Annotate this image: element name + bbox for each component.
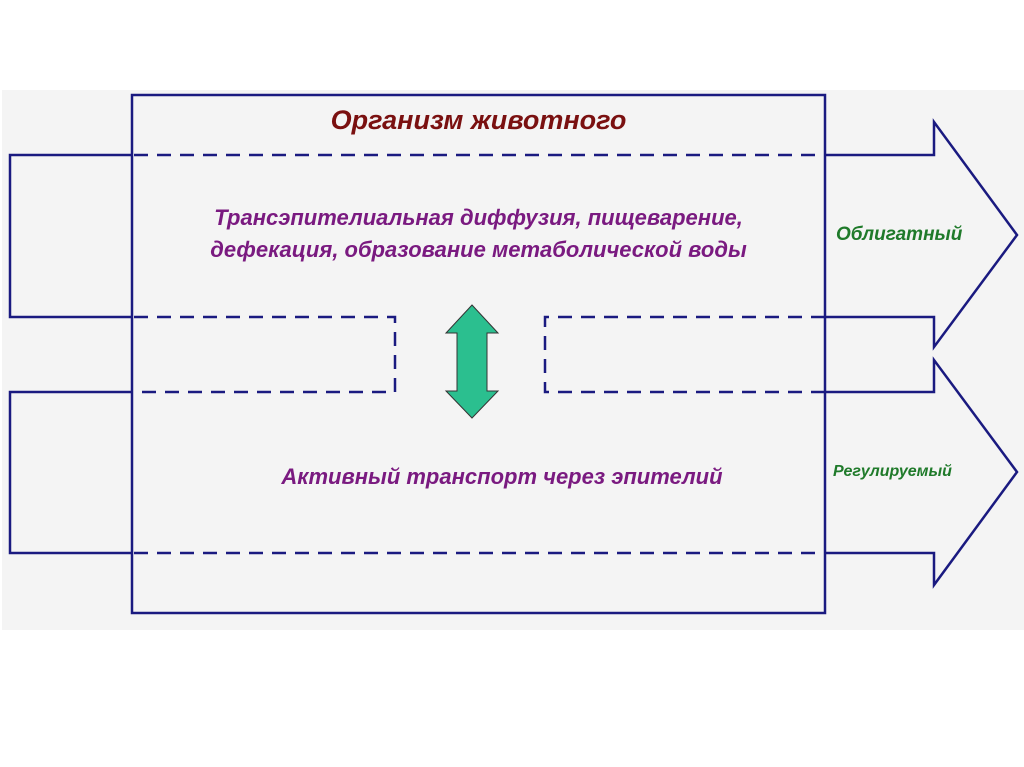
obligate-processes-line-1: Трансэпителиальная диффузия, пищеварение… bbox=[214, 205, 743, 230]
regulated-flow-label: Регулируемый bbox=[833, 463, 952, 480]
dashed-notch-left bbox=[134, 315, 397, 394]
obligate-processes-text: Трансэпителиальная диффузия, пищеварение… bbox=[132, 202, 825, 266]
slide-background bbox=[2, 90, 1024, 630]
obligate-arrow-outline bbox=[8, 118, 1019, 351]
obligate-processes-line-2: дефекация, образование метаболической во… bbox=[210, 237, 747, 262]
regulated-arrow-outline bbox=[8, 356, 1019, 589]
organism-box bbox=[130, 93, 827, 615]
active-transport-text: Активный транспорт через эпителий bbox=[281, 464, 723, 489]
diagram-title: Организм животного bbox=[330, 105, 627, 135]
double-arrow-icon bbox=[444, 304, 500, 419]
obligate-flow-label: Облигатный bbox=[836, 224, 963, 245]
dashed-notch-right bbox=[543, 315, 825, 394]
